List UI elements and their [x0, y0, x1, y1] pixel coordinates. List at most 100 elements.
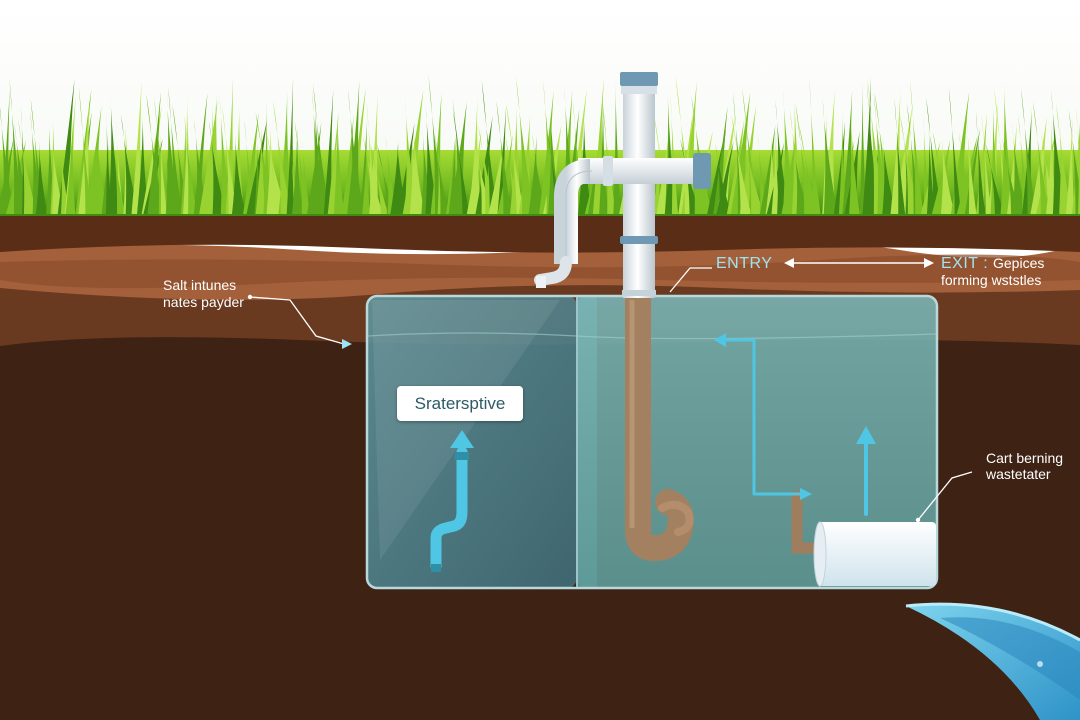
grass-blade: [822, 98, 838, 214]
grass-blade: [733, 92, 746, 214]
grass-blade: [1068, 109, 1080, 214]
elbow-spout: [536, 276, 546, 288]
grass-blade: [958, 131, 975, 214]
grass-blade: [453, 110, 470, 214]
grass-blade: [385, 135, 398, 214]
grass-blade: [370, 143, 389, 214]
grass-blade: [111, 139, 126, 214]
entry-exit-arrow-right: [924, 258, 934, 268]
grass-blade: [362, 137, 371, 214]
grass-blade: [95, 127, 109, 214]
grass-blade: [57, 79, 75, 215]
grass-blade: [548, 103, 562, 214]
grass-blade: [1050, 89, 1067, 214]
grass-blade: [791, 90, 803, 214]
grass-blade: [146, 93, 165, 214]
grass-blade: [425, 104, 438, 214]
grass-blade: [1012, 125, 1027, 214]
grass-blade: [899, 114, 921, 214]
grass-blade: [286, 77, 294, 214]
grass-blade: [862, 76, 873, 214]
tank-right-corner-fix: [577, 296, 597, 588]
grass-blade: [691, 95, 713, 214]
grass-blade: [731, 114, 752, 214]
grass-blade: [369, 93, 379, 214]
grass-blade: [35, 140, 48, 214]
grass-blade: [184, 115, 198, 214]
grass-blade: [603, 105, 616, 214]
grass-blade: [985, 143, 1005, 214]
grass-blade: [792, 143, 810, 214]
flow-arrow-middle: [722, 338, 756, 496]
grass-blade: [437, 133, 446, 214]
grass-blade: [478, 125, 498, 214]
grass-blade: [757, 133, 768, 214]
grass-blade: [255, 127, 267, 214]
grass-blade: [1020, 87, 1037, 214]
label-exit-note-line1: Gepices: [993, 255, 1045, 271]
leader-entry: [669, 267, 712, 293]
grass-blade: [244, 119, 256, 214]
grass-blade: [775, 99, 790, 214]
elbow-drop: [534, 256, 572, 286]
grass-blade: [46, 121, 57, 214]
grass-blade: [412, 121, 425, 214]
grass-blade: [158, 107, 167, 214]
grass-blade: [1040, 132, 1057, 214]
tee-right-cap: [693, 153, 711, 189]
grass-blade: [744, 136, 764, 214]
grass-blade: [689, 128, 705, 214]
grass-blade: [849, 110, 860, 214]
flow-arrow-middle-base-head: [800, 488, 812, 500]
grass-blade: [469, 97, 482, 214]
tank-glass-shine: [372, 300, 560, 560]
topsoil: [0, 210, 1080, 253]
grass-blade: [452, 99, 470, 214]
outlet-chamber: [818, 522, 936, 586]
grass-blade: [292, 126, 303, 214]
flow-arrow-left-head: [450, 430, 474, 448]
grass-blade: [434, 133, 449, 214]
grass-blade: [515, 75, 535, 214]
grass-blade: [409, 126, 424, 214]
label-box: Sratersptive: [397, 386, 523, 421]
grass-blade: [653, 142, 661, 214]
grass-blade: [680, 138, 701, 214]
stream-edge: [905, 602, 1080, 642]
grass-blade: [965, 109, 977, 214]
grass-blade: [347, 88, 365, 214]
grass-blade: [488, 135, 506, 214]
grass-blade: [675, 74, 695, 214]
grass-blade: [771, 126, 780, 214]
leader-salt-dot: [247, 294, 253, 300]
flow-arrow-left-tail: [431, 564, 441, 572]
grass-blade: [243, 112, 259, 214]
grass-blade: [782, 88, 797, 214]
grass-blade: [956, 136, 978, 214]
grass-blade: [926, 97, 943, 214]
vent-pipe-cap: [620, 72, 658, 86]
grass-blade: [964, 128, 981, 214]
grass-blade: [50, 112, 59, 214]
grass-blade: [323, 89, 334, 214]
grass-blade: [715, 142, 732, 214]
grass-blade: [123, 113, 134, 214]
inlet-pipe-curl: [658, 500, 694, 536]
grass-blade: [931, 139, 951, 214]
vent-pipe-collar-top: [621, 86, 657, 94]
grass-blade: [273, 100, 292, 214]
grass-blade: [225, 76, 235, 215]
grass-blade: [838, 110, 846, 214]
grass-blade: [172, 104, 189, 214]
grass-blade: [713, 106, 728, 214]
grass-blade: [926, 126, 936, 214]
leader-salt: [249, 296, 345, 345]
vent-pipe: [623, 78, 655, 298]
label-entry: ENTRY: [716, 255, 773, 272]
label-salt-line2: nates payder: [163, 294, 244, 310]
leader-salt-arrow: [342, 339, 352, 349]
grass-blade: [940, 130, 955, 214]
grass-blade: [1056, 103, 1072, 214]
grass-blade: [932, 131, 950, 214]
